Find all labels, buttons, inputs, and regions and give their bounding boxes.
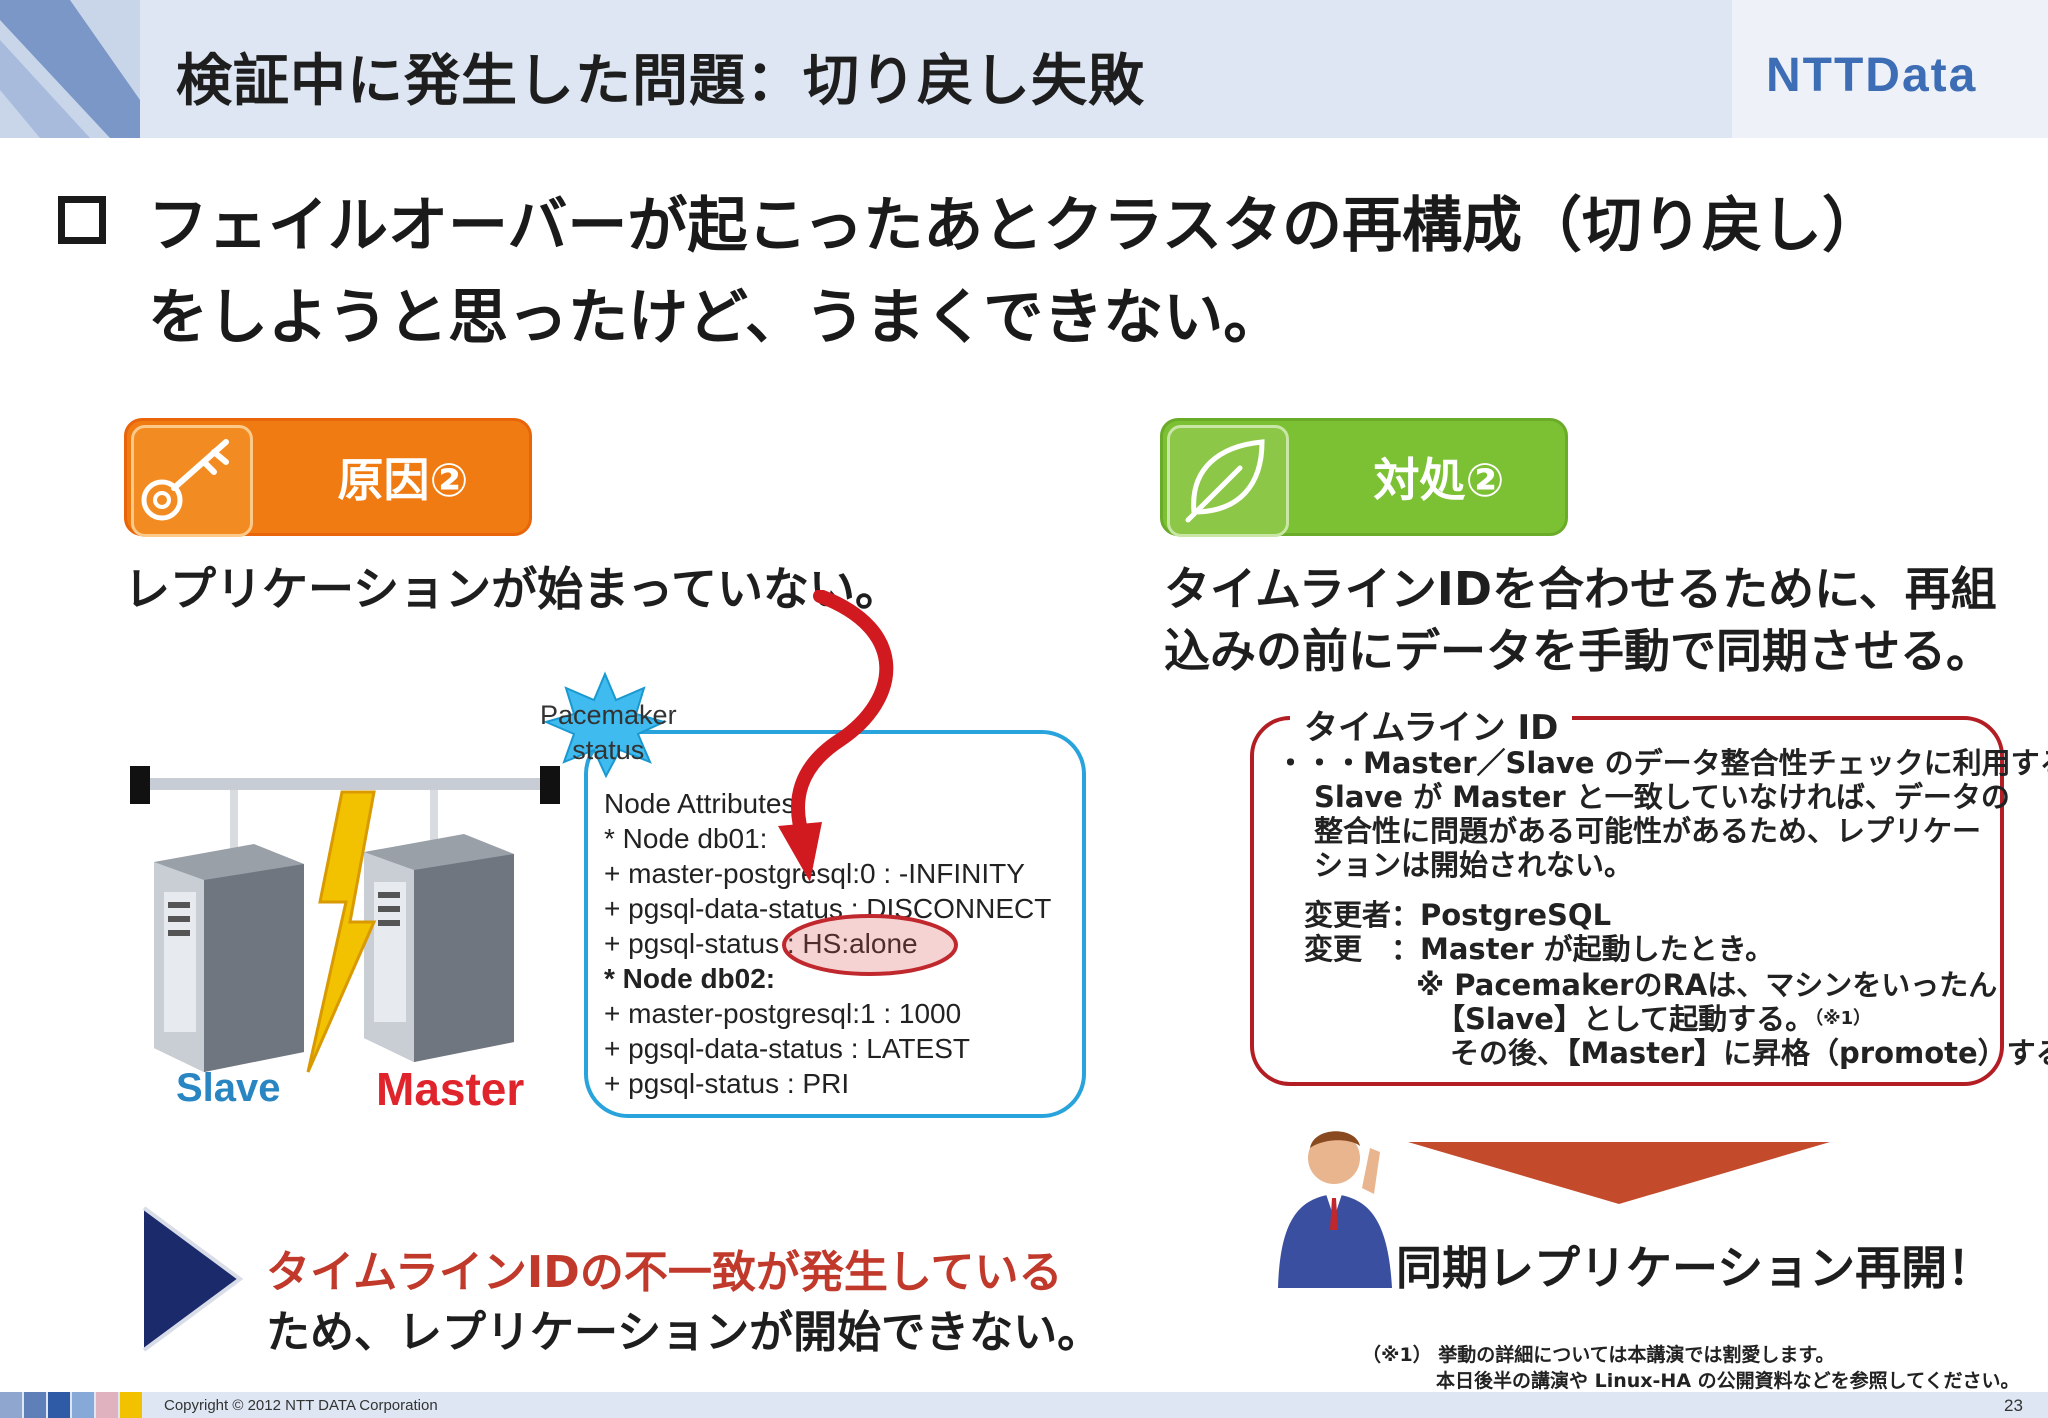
- pointer-arrow-icon: [778, 590, 894, 882]
- conclusion-line-2: ため、レプリケーションが開始できない。: [266, 1307, 1102, 1358]
- bullet-square-icon: [58, 196, 106, 244]
- lightning-bolt-icon: [306, 790, 377, 1073]
- restart-text: 同期レプリケーション再開！: [1396, 1241, 1994, 1295]
- status-line: + master-postgresql:0 : -INFINITY: [604, 858, 1025, 889]
- status-line: * Node db01:: [604, 823, 768, 854]
- key-icon: [131, 425, 253, 537]
- down-arrow-icon: [1408, 1142, 1830, 1204]
- pacemaker-status-label: Pacemaker status: [540, 698, 677, 768]
- master-server-icon: [364, 834, 514, 1062]
- timeline-changer: 変更者：PostgreSQL: [1304, 898, 1612, 932]
- status-line: + pgsql-data-status : LATEST: [604, 1033, 970, 1064]
- slave-label: Slave: [176, 1066, 281, 1110]
- headline-line-2: をしようと思ったけど、うまくできない。: [148, 283, 1284, 353]
- page-number: 23: [2004, 1396, 2023, 1415]
- pacemaker-label-line-2: status: [572, 735, 645, 765]
- pacemaker-label-line-1: Pacemaker: [540, 700, 677, 730]
- rail-end-left: [130, 766, 150, 804]
- timeline-desc-line-4: ションは開始されない。: [1314, 848, 1634, 882]
- status-line: Node Attributes:: [604, 788, 804, 819]
- headline: フェイルオーバーが起こったあとクラスタの再構成（切り戻し） をしようと思ったけど…: [148, 180, 1882, 364]
- remedy-text-line-1: タイムラインIDを合わせるために、再組: [1164, 562, 1997, 616]
- conclusion-line-1: タイムラインIDの不一致が発生している: [266, 1247, 1063, 1298]
- cause-header: 原因②: [124, 418, 532, 537]
- cause-text: レプリケーションが始まっていない。: [124, 562, 901, 616]
- remedy-header: 対処②: [1160, 418, 1568, 537]
- status-line: + master-postgresql:1 : 1000: [604, 998, 962, 1029]
- footnote-line-2: 本日後半の講演や Linux-HA の公開資料などを参照してください。: [1436, 1370, 2020, 1392]
- play-triangle-icon: [142, 1206, 244, 1352]
- footer-bar: [0, 1392, 2048, 1418]
- timeline-desc-line-1: ・・・Master／Slave のデータ整合性チェックに利用する。: [1276, 746, 2048, 780]
- timeline-desc-line-3: 整合性に問題がある可能性があるため、レプリケー: [1314, 814, 1982, 848]
- timeline-id-box: [1250, 716, 2004, 1086]
- timeline-note-2-text: 【Slave】として起動する。: [1436, 1002, 1815, 1036]
- status-line: + pgsql-status : PRI: [604, 1068, 850, 1099]
- businessman-icon: [1278, 1131, 1392, 1288]
- starburst-icon: [543, 671, 667, 779]
- headline-line-1: フェイルオーバーが起こったあとクラスタの再構成（切り戻し）: [148, 191, 1882, 261]
- title-decoration: [0, 0, 140, 138]
- logo-panel: [1732, 0, 2048, 138]
- rail-end-right: [540, 766, 560, 804]
- remedy-text-line-2: 込みの前にデータを手動で同期させる。: [1164, 624, 1992, 678]
- footnote-line-1: （※1） 挙動の詳細については本講演では割愛します。: [1362, 1344, 1835, 1366]
- leaf-icon: [1167, 425, 1289, 537]
- pacemaker-status-box: [584, 730, 1086, 1118]
- remedy-label: 対処②: [1373, 453, 1505, 507]
- status-line-highlight: + pgsql-status : HS:alone: [604, 928, 918, 959]
- status-lines: Node Attributes: * Node db01: + master-p…: [604, 786, 1051, 1101]
- timeline-note-2-ref: （※1）: [1814, 1008, 1872, 1029]
- footnote: （※1） 挙動の詳細については本講演では割愛します。 本日後半の講演や Linu…: [1362, 1342, 2020, 1394]
- network-rail: [132, 778, 552, 790]
- footer-color-blocks: [0, 1392, 142, 1418]
- title-bar: [0, 0, 2048, 138]
- highlight-ellipse: [782, 914, 958, 976]
- timeline-note-line-2: 【Slave】として起動する。（※1）: [1436, 1002, 1871, 1036]
- timeline-note-line-3: その後、【Master】に昇格（promote）する。: [1450, 1036, 2048, 1070]
- copyright: Copyright © 2012 NTT DATA Corporation: [164, 1397, 438, 1414]
- server-diagram: [130, 766, 560, 1073]
- master-label: Master: [376, 1063, 525, 1115]
- timeline-note-line-1: ※ PacemakerのRAは、マシンをいったん: [1416, 968, 1998, 1002]
- timeline-desc-line-2: Slave が Master と一致していなければ、データの: [1314, 780, 2010, 814]
- ntt-data-logo: NTTData: [1766, 49, 1978, 102]
- slave-server-icon: [154, 844, 304, 1072]
- timeline-id-title: タイムライン ID: [1290, 700, 1573, 749]
- status-line: * Node db02:: [604, 963, 776, 994]
- page-title: 検証中に発生した問題：切り戻し失敗: [176, 49, 1145, 114]
- cause-label: 原因②: [337, 453, 469, 507]
- timeline-change: 変更 ：Master が起動したとき。: [1304, 932, 1775, 966]
